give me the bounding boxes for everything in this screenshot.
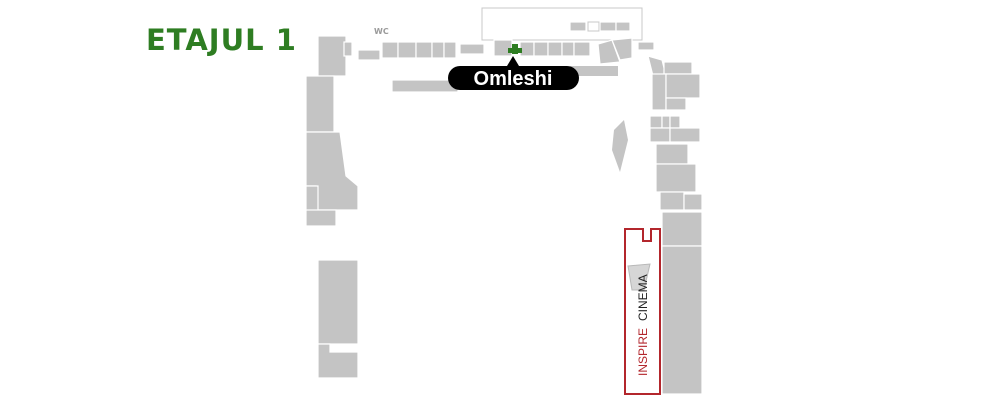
shop-unit[interactable] — [655, 143, 689, 165]
shop-unit[interactable] — [573, 41, 591, 57]
shop-unit[interactable] — [683, 193, 703, 211]
shop-unit[interactable] — [343, 41, 353, 57]
floor-title: ETAJUL 1 — [146, 23, 297, 57]
shop-unit[interactable] — [391, 79, 459, 93]
shop-unit[interactable] — [661, 115, 671, 129]
cinema-label-cinema: CINEMA — [636, 274, 650, 321]
shop-unit[interactable] — [649, 127, 671, 143]
shop-unit[interactable] — [305, 75, 335, 133]
shop-unit[interactable] — [669, 127, 701, 143]
cinema-screen-icon — [627, 263, 651, 291]
shop-unit[interactable] — [611, 37, 633, 61]
shop-unit[interactable] — [570, 66, 618, 76]
shop-unit[interactable] — [669, 115, 681, 129]
shop-unit[interactable] — [599, 21, 617, 32]
kiosk-unit[interactable] — [612, 120, 628, 172]
shop-unit[interactable] — [649, 115, 663, 129]
outlined-area — [481, 7, 643, 41]
shop-unit[interactable] — [597, 39, 621, 65]
shop-unit[interactable] — [661, 245, 703, 395]
shop-unit[interactable] — [317, 343, 359, 379]
shop-unit[interactable] — [665, 73, 701, 99]
shop-unit[interactable] — [305, 209, 337, 227]
shop-unit[interactable] — [381, 41, 399, 59]
shop-unit[interactable] — [397, 41, 417, 59]
shop-unit[interactable] — [659, 191, 685, 211]
shop-unit[interactable] — [519, 41, 535, 57]
shop-unit[interactable] — [357, 49, 381, 61]
store-marker[interactable] — [508, 44, 522, 54]
shop-unit[interactable] — [655, 163, 697, 193]
shop-unit[interactable] — [317, 259, 359, 345]
cinema-label-inspire: INSPIRE — [636, 328, 650, 376]
shop-unit[interactable] — [561, 41, 575, 57]
shop-unit[interactable] — [317, 35, 347, 77]
shop-unit[interactable] — [443, 41, 457, 59]
store-callout-label: Omleshi — [474, 68, 553, 90]
shop-unit[interactable] — [459, 43, 485, 55]
shop-unit[interactable] — [637, 41, 655, 51]
shop-unit[interactable] — [663, 61, 693, 75]
triangle-pointer-icon — [507, 56, 519, 66]
shop-unit[interactable] — [533, 41, 549, 57]
cinema-outline[interactable] — [624, 228, 661, 395]
shop-unit[interactable] — [547, 41, 563, 57]
shop-unit[interactable] — [661, 211, 703, 247]
shop-unit[interactable] — [431, 41, 445, 59]
wc-label: WC — [374, 27, 389, 36]
shop-unit[interactable] — [305, 185, 319, 213]
shop-unit[interactable] — [651, 73, 667, 111]
cinema-label: INSPIRE CINEMA — [634, 274, 651, 376]
shop-unit[interactable] — [415, 41, 433, 59]
shop-unit[interactable] — [569, 21, 587, 32]
shop-unit[interactable] — [665, 97, 687, 111]
cross-marker-arm — [508, 48, 522, 53]
shop-unit[interactable] — [615, 21, 631, 32]
outlined-box — [587, 21, 600, 32]
store-callout[interactable] — [448, 66, 579, 90]
